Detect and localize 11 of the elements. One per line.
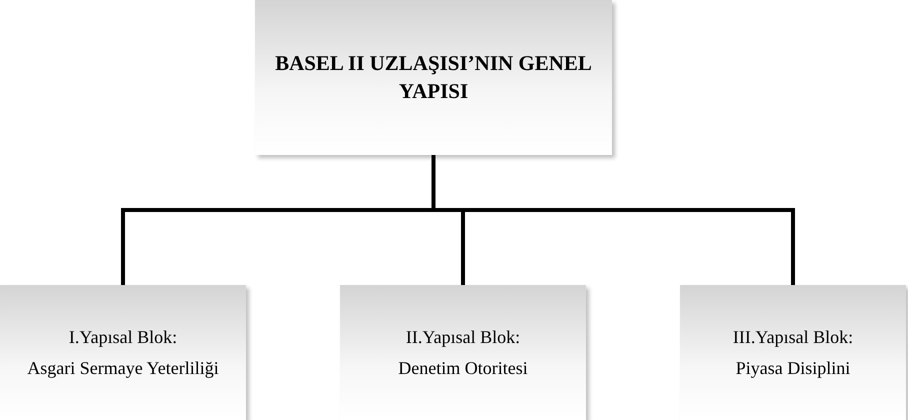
- title-box: [255, 0, 612, 155]
- box-heading: III.Yapısal Blok:: [732, 326, 854, 349]
- block-box: [340, 285, 586, 420]
- block-box: [680, 285, 906, 420]
- box-text: Piyasa Disiplini: [736, 356, 850, 380]
- box-heading: II.Yapısal Blok:: [406, 326, 520, 349]
- box-text: Asgari Sermaye Yeterliliği: [27, 356, 219, 380]
- block-box: [0, 285, 246, 420]
- box-text: Denetim Otoritesi: [398, 356, 528, 380]
- box-heading: BASEL II UZLAŞISI’NIN GENEL YAPISI: [274, 50, 593, 104]
- box-heading: I.Yapısal Blok:: [68, 326, 178, 349]
